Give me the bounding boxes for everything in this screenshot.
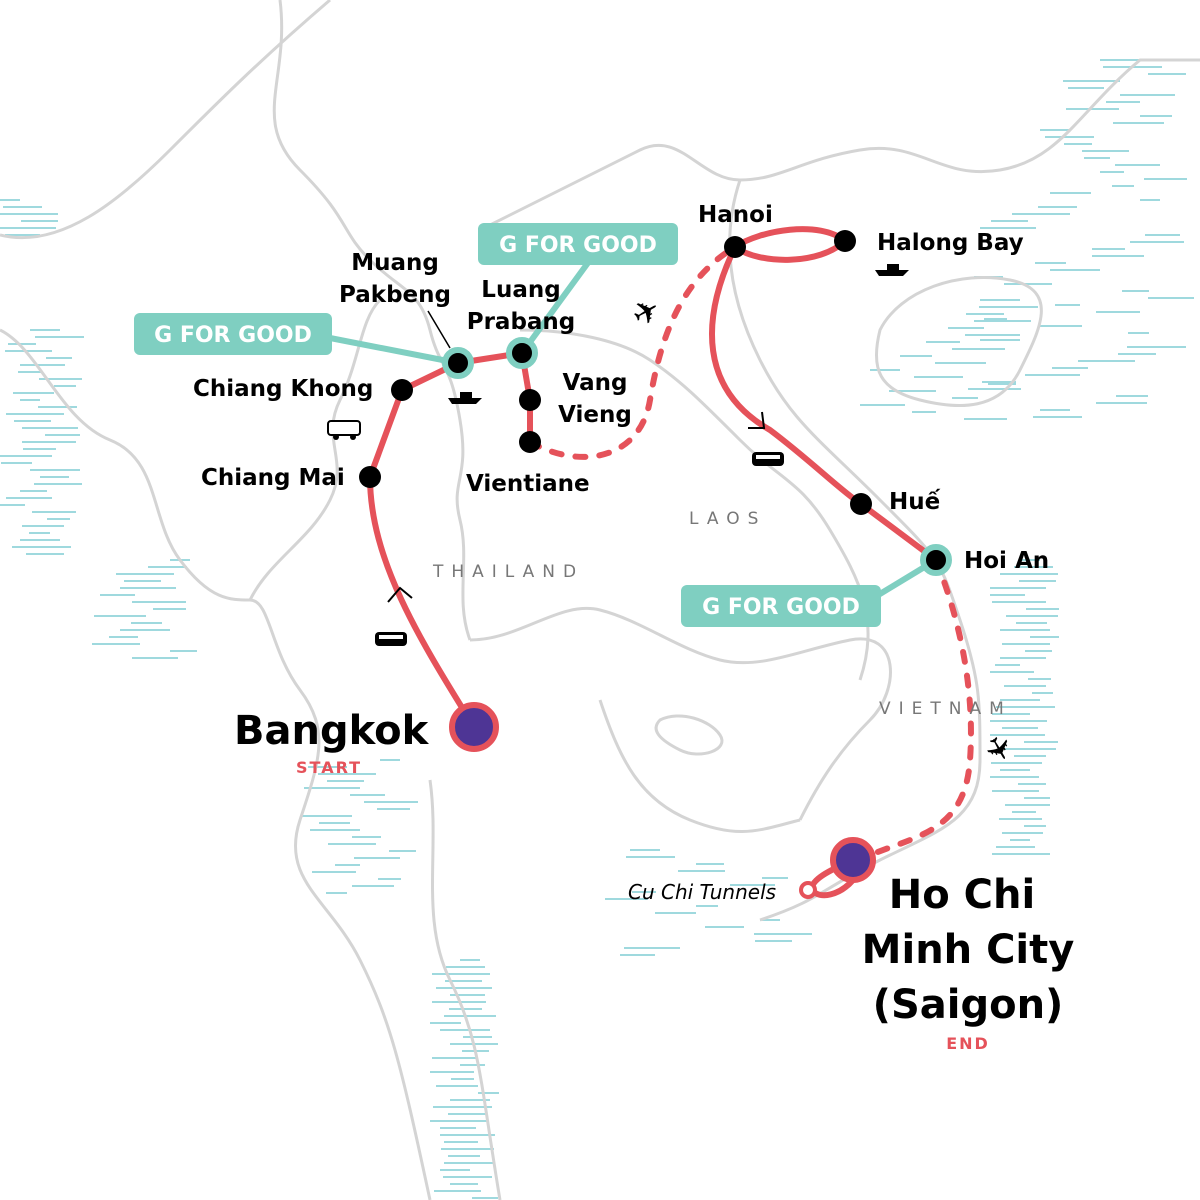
bus-icon	[327, 420, 361, 440]
stops	[359, 230, 952, 883]
flight-hoian-hcmc	[867, 557, 974, 858]
svg-text:G FOR GOOD: G FOR GOOD	[702, 595, 860, 620]
hanoi-marker	[724, 236, 746, 258]
boat-icon	[875, 264, 909, 276]
svg-text:G FOR GOOD: G FOR GOOD	[154, 323, 312, 348]
label-hcmc-2: Minh City	[862, 927, 1075, 973]
label-hue: Huế	[889, 488, 941, 515]
bangkok-marker	[449, 702, 499, 752]
label-vieng: Vieng	[558, 402, 632, 428]
label-hanoi: Hanoi	[698, 202, 773, 228]
label-vientiane: Vientiane	[466, 471, 590, 497]
label-cu-chi: Cu Chi Tunnels	[628, 880, 776, 904]
label-bangkok: Bangkok	[234, 708, 430, 754]
g-for-good-badges: G FOR GOOD G FOR GOOD G FOR GOOD	[134, 223, 938, 627]
svg-text:G FOR GOOD: G FOR GOOD	[499, 233, 657, 258]
g-for-good-badge: G FOR GOOD	[681, 585, 881, 627]
route-bangkok-chiangmai	[367, 474, 477, 730]
region-laos: LAOS	[689, 509, 766, 529]
direction-arrow-icon	[387, 586, 413, 603]
g-for-good-badge: G FOR GOOD	[478, 223, 678, 265]
flight-vientiane-hanoi	[527, 244, 738, 460]
cu-chi-marker	[799, 881, 817, 899]
pakbeng-marker	[442, 347, 474, 379]
direction-arrow-icon	[748, 411, 766, 429]
route-hanoi-halong	[732, 226, 848, 263]
vientiane-marker	[519, 431, 541, 453]
label-halong-bay: Halong Bay	[877, 230, 1024, 256]
plane-icon: ✈	[626, 290, 667, 335]
route	[367, 226, 974, 899]
label-chiang-mai: Chiang Mai	[201, 465, 345, 491]
hoi-an-marker	[920, 544, 952, 576]
label-vang: Vang	[563, 370, 628, 396]
boat-icon	[448, 392, 482, 404]
label-hcmc-3: (Saigon)	[873, 982, 1064, 1028]
label-start: START	[296, 758, 362, 777]
label-hcmc-1: Ho Chi	[889, 872, 1035, 918]
train-icon	[752, 452, 784, 466]
label-hoi-an: Hoi An	[964, 548, 1049, 574]
chiang-khong-marker	[391, 379, 413, 401]
chiang-mai-marker	[359, 466, 381, 488]
label-end: END	[946, 1034, 990, 1053]
vang-vieng-marker	[519, 389, 541, 411]
train-icon	[375, 632, 407, 646]
route-hanoi-hoian	[709, 244, 939, 563]
label-prabang: Prabang	[467, 309, 576, 335]
label-chiang-khong: Chiang Khong	[193, 376, 373, 402]
hue-marker	[850, 493, 872, 515]
luang-prabang-marker	[506, 337, 538, 369]
sea-hatching	[0, 59, 1194, 1199]
label-muang: Muang	[351, 250, 439, 276]
region-vietnam: VIETNAM	[879, 699, 1012, 719]
hcmc-marker	[830, 837, 876, 883]
label-luang: Luang	[481, 277, 560, 303]
g-for-good-badge: G FOR GOOD	[134, 313, 332, 355]
halong-marker	[834, 230, 856, 252]
label-pakbeng: Pakbeng	[339, 282, 451, 308]
region-thailand: THAILAND	[432, 562, 584, 582]
